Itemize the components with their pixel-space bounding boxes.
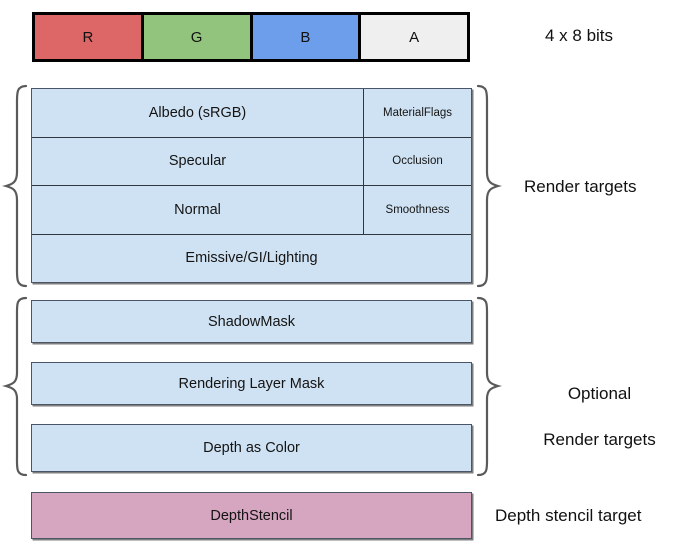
depth-stencil-box-label: DepthStencil [210,507,293,524]
render-target-smoothness: Smoothness [363,186,471,234]
depth-stencil-box: DepthStencil [31,492,472,539]
optional-render-target-rendering-layer-mask-label: Rendering Layer Mask [178,375,325,392]
optional-render-target-rendering-layer-mask: Rendering Layer Mask [31,362,472,405]
render-target-specular: Specular [168,153,227,170]
rgba-cell-g: G [143,15,253,59]
optional-render-target-depth-as-color-label: Depth as Color [203,440,300,456]
rgba-channel-strip: R G B A [32,12,470,62]
optional-render-target-shadowmask: ShadowMask [31,300,472,343]
optional-render-target-depth-as-color: Depth as Color [31,424,472,472]
left-brace-render-targets [2,84,28,288]
rgba-cell-r-label: R [82,28,94,46]
left-brace-optional-render-targets [2,296,28,477]
rgba-cell-a-label: A [409,28,420,46]
optional-render-targets-side-label-line2: Render targets [543,429,656,449]
optional-render-targets-side-label: Optional Render targets [512,360,687,475]
render-targets-side-label: Render targets [524,177,637,196]
render-target-normal: Normal [174,201,221,218]
render-target-material-flags: MaterialFlags [363,89,471,137]
right-brace-optional-render-targets [476,296,502,477]
rgba-cell-a: A [361,15,467,59]
render-target-albedo: Albedo (sRGB) [148,104,247,121]
table-row: Specular Occlusion [32,137,471,186]
table-row: Albedo (sRGB) MaterialFlags [32,89,471,138]
table-row: Normal Smoothness [32,186,471,235]
table-row: Emissive/GI/Lighting [32,235,471,283]
rgba-cell-b-label: B [300,28,311,46]
render-targets-table: Albedo (sRGB) MaterialFlags Specular Occ… [31,88,472,283]
render-target-occlusion: Occlusion [363,137,471,185]
render-target-emissive: Emissive/GI/Lighting [185,250,318,267]
right-brace-render-targets [476,84,502,288]
depth-stencil-side-label: Depth stencil target [495,506,642,525]
rgba-cell-b: B [252,15,362,59]
rgba-cell-g-label: G [190,28,203,46]
optional-render-target-shadowmask-label: ShadowMask [207,313,296,330]
rgba-side-label: 4 x 8 bits [545,26,614,45]
rgba-cell-r: R [35,15,144,59]
optional-render-targets-side-label-line1: Optional [567,383,632,403]
